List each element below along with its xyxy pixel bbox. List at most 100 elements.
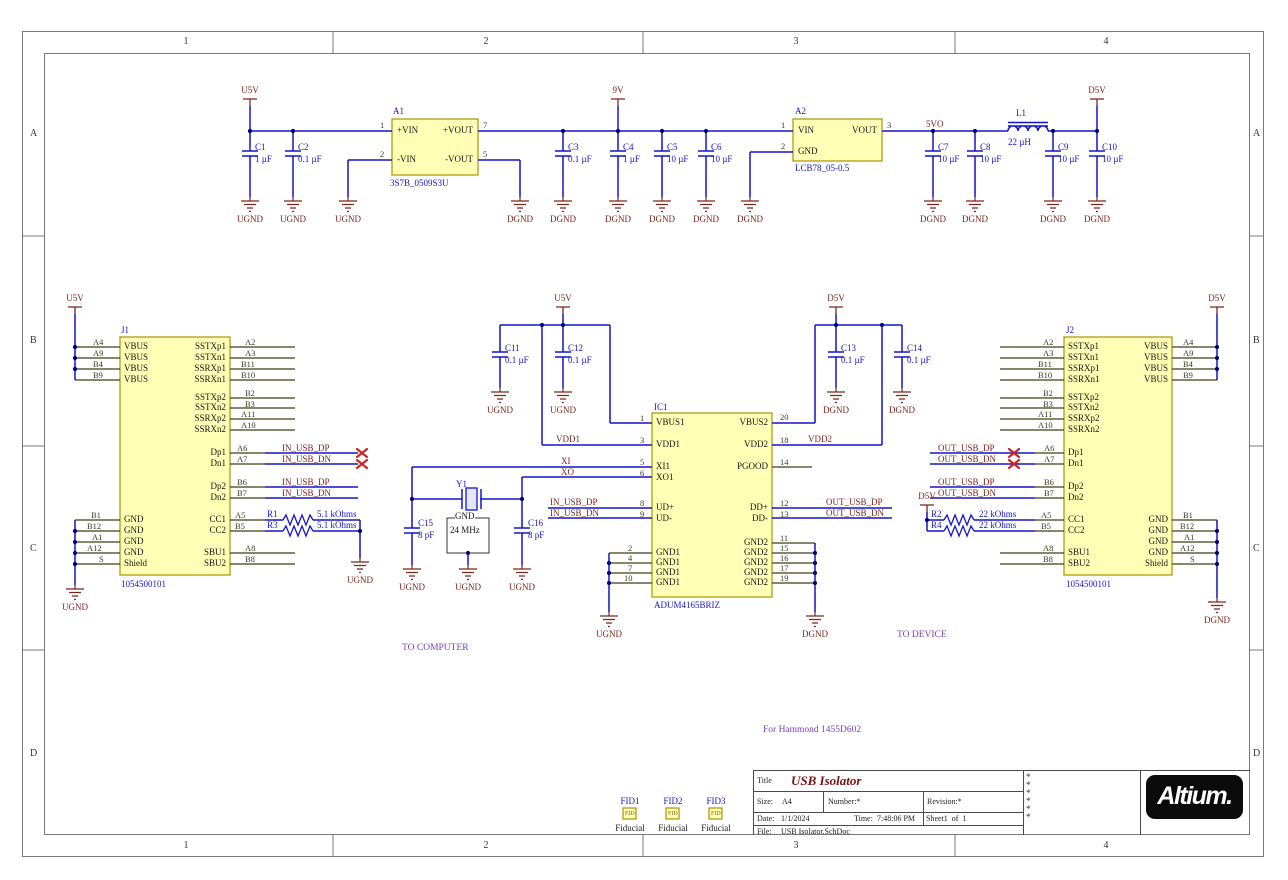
net-label-in-usb-dp[interactable]: IN_USB_DP — [550, 497, 598, 507]
c2-value[interactable]: 0.1 µF — [298, 154, 322, 164]
c3-ref[interactable]: C3 — [568, 142, 579, 152]
net-label-vdd1[interactable]: VDD1 — [556, 434, 580, 444]
c10-ref[interactable]: C10 — [1102, 142, 1118, 152]
c6-value[interactable]: 10 µF — [711, 154, 733, 164]
gnd-label-dgnd[interactable]: DGND — [507, 214, 533, 224]
c1-ref[interactable]: C1 — [255, 142, 266, 152]
gnd-label-dgnd[interactable]: DGND — [605, 214, 631, 224]
c12-ref[interactable]: C12 — [568, 343, 584, 353]
c16-ref[interactable]: C16 — [528, 518, 544, 528]
gnd-label-ugnd[interactable]: UGND — [550, 405, 576, 415]
net-label-out-usb-dn[interactable]: OUT_USB_DN — [938, 488, 997, 498]
fid3-box[interactable] — [708, 807, 723, 820]
c14-value[interactable]: 0.1 µF — [907, 355, 931, 365]
gnd-label-dgnd[interactable]: DGND — [1204, 615, 1230, 625]
gnd-label-dgnd[interactable]: DGND — [889, 405, 915, 415]
j2-body[interactable] — [1063, 336, 1173, 576]
ic1-part-number[interactable]: ADUM4165BRIZ — [654, 600, 721, 610]
gnd-label-dgnd[interactable]: DGND — [737, 214, 763, 224]
net-label-xi[interactable]: XI — [561, 456, 571, 466]
net-label-in-usb-dn[interactable]: IN_USB_DN — [282, 454, 332, 464]
net-label-vdd2[interactable]: VDD2 — [808, 434, 832, 444]
c5-value[interactable]: 10 µF — [667, 154, 689, 164]
c10-value[interactable]: 10 µF — [1102, 154, 1124, 164]
c16-value[interactable]: 8 pF — [528, 530, 545, 540]
a2-designator[interactable]: A2 — [795, 106, 806, 116]
y1-value[interactable]: 24 MHz — [450, 525, 480, 535]
c8-value[interactable]: 10 µF — [980, 154, 1002, 164]
r3-ref[interactable]: R3 — [267, 520, 278, 530]
power-port-d5v[interactable]: D5V — [1088, 85, 1106, 95]
gnd-label-dgnd[interactable]: DGND — [1040, 214, 1066, 224]
net-label-out-usb-dp[interactable]: OUT_USB_DP — [826, 497, 883, 507]
gnd-label-dgnd[interactable]: DGND — [823, 405, 849, 415]
net-label-in-usb-dp[interactable]: IN_USB_DP — [282, 443, 330, 453]
power-port-d5v[interactable]: D5V — [827, 293, 845, 303]
gnd-label-ugnd[interactable]: UGND — [455, 582, 481, 592]
r2-ref[interactable]: R2 — [931, 509, 942, 519]
gnd-label-dgnd[interactable]: DGND — [550, 214, 576, 224]
fid1-box[interactable] — [622, 807, 637, 820]
power-port-d5v[interactable]: D5V — [1208, 293, 1226, 303]
j1-designator[interactable]: J1 — [121, 325, 130, 335]
gnd-label-dgnd[interactable]: DGND — [920, 214, 946, 224]
r1-ref[interactable]: R1 — [267, 509, 278, 519]
c14-ref[interactable]: C14 — [907, 343, 923, 353]
fid2-designator[interactable]: FID2 — [663, 796, 683, 806]
gnd-label-ugnd[interactable]: UGND — [62, 602, 88, 612]
c9-value[interactable]: 10 µF — [1058, 154, 1080, 164]
j2-designator[interactable]: J2 — [1066, 325, 1075, 335]
power-port-9v[interactable]: 9V — [612, 85, 624, 95]
net-label-out-usb-dn[interactable]: OUT_USB_DN — [938, 454, 997, 464]
y1-designator[interactable]: Y1 — [456, 479, 467, 489]
c12-value[interactable]: 0.1 µF — [568, 355, 592, 365]
gnd-label-ugnd[interactable]: UGND — [237, 214, 263, 224]
j1-body[interactable] — [119, 336, 231, 576]
note-hammond[interactable]: For Hammond 1455D602 — [763, 725, 862, 735]
net-label-out-usb-dp[interactable]: OUT_USB_DP — [938, 443, 995, 453]
gnd-label-ugnd[interactable]: UGND — [335, 214, 361, 224]
c11-value[interactable]: 0.1 µF — [505, 355, 529, 365]
gnd-label-ugnd[interactable]: UGND — [487, 405, 513, 415]
a2-body[interactable] — [792, 118, 883, 162]
c7-value[interactable]: 10 µF — [938, 154, 960, 164]
gnd-label-ugnd[interactable]: UGND — [280, 214, 306, 224]
ic1-body[interactable] — [651, 412, 773, 598]
note-to-computer[interactable]: TO COMPUTER — [402, 643, 469, 653]
l1-value[interactable]: 22 µH — [1008, 137, 1031, 147]
c5-ref[interactable]: C5 — [667, 142, 678, 152]
c13-ref[interactable]: C13 — [841, 343, 857, 353]
gnd-label-dgnd[interactable]: DGND — [802, 629, 828, 639]
c15-ref[interactable]: C15 — [418, 518, 434, 528]
l1-designator[interactable]: L1 — [1016, 108, 1026, 118]
c7-ref[interactable]: C7 — [938, 142, 949, 152]
net-label-out-usb-dn[interactable]: OUT_USB_DN — [826, 508, 885, 518]
a2-part-number[interactable]: LCB78_05-0.5 — [795, 163, 850, 173]
gnd-label-dgnd[interactable]: DGND — [1084, 214, 1110, 224]
gnd-label-ugnd[interactable]: UGND — [509, 582, 535, 592]
r2-value[interactable]: 22 kOhms — [979, 509, 1017, 519]
a1-body[interactable] — [391, 118, 479, 176]
net-label-in-usb-dn[interactable]: IN_USB_DN — [282, 488, 332, 498]
c13-value[interactable]: 0.1 µF — [841, 355, 865, 365]
gnd-label-dgnd[interactable]: DGND — [693, 214, 719, 224]
net-label-out-usb-dp[interactable]: OUT_USB_DP — [938, 477, 995, 487]
r4-ref[interactable]: R4 — [931, 520, 942, 530]
power-port-u5v[interactable]: U5V — [66, 293, 84, 303]
gnd-label-dgnd[interactable]: DGND — [962, 214, 988, 224]
fid1-designator[interactable]: FID1 — [620, 796, 640, 806]
fid3-designator[interactable]: FID3 — [706, 796, 726, 806]
gnd-label-ugnd[interactable]: UGND — [347, 575, 373, 585]
net-label-in-usb-dn[interactable]: IN_USB_DN — [550, 508, 600, 518]
net-label-in-usb-dp[interactable]: IN_USB_DP — [282, 477, 330, 487]
c4-value[interactable]: 1 µF — [623, 154, 640, 164]
c2-ref[interactable]: C2 — [298, 142, 309, 152]
power-port-u5v[interactable]: U5V — [241, 85, 259, 95]
c6-ref[interactable]: C6 — [711, 142, 722, 152]
a1-part-number[interactable]: 3S7B_0509S3U — [390, 178, 449, 188]
note-to-device[interactable]: TO DEVICE — [897, 630, 947, 640]
r4-value[interactable]: 22 kOhms — [979, 520, 1017, 530]
gnd-label-ugnd[interactable]: UGND — [596, 629, 622, 639]
c4-ref[interactable]: C4 — [623, 142, 634, 152]
net-label-xo[interactable]: XO — [561, 467, 574, 477]
